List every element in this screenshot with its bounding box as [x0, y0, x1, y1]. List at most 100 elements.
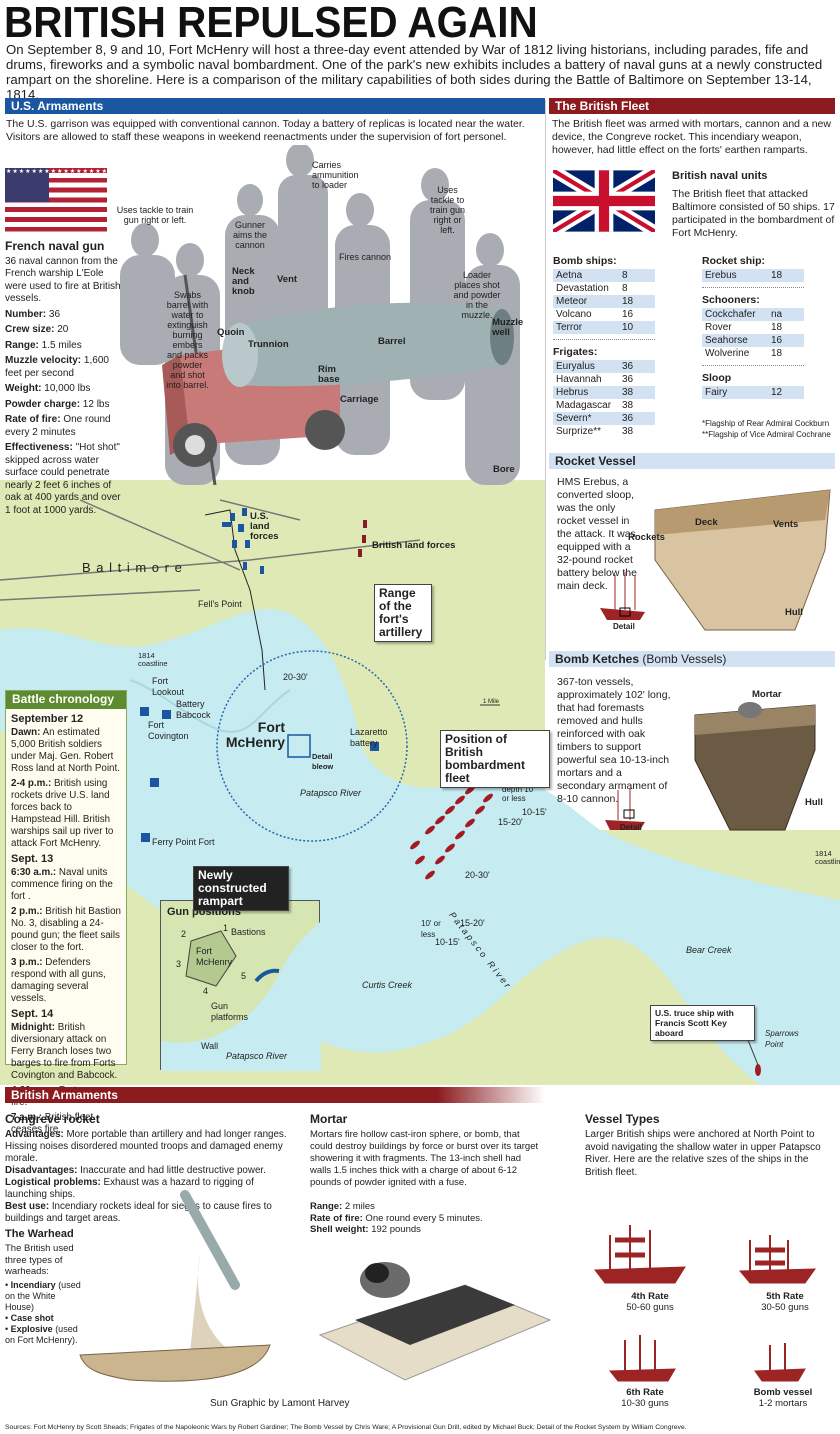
bomb-ketches-text: 367-ton vessels, approximately 102' long…	[557, 676, 671, 805]
chronology-event: Dawn: An estimated 5,000 British soldier…	[11, 727, 120, 774]
chronology-event: 7 a.m.: British fleet ceases fire.	[11, 1112, 94, 1135]
warhead-text: The British used three types of warheads…	[5, 1243, 74, 1277]
spec-item: Number: 36	[5, 308, 61, 320]
warhead-item: • Case shot	[5, 1312, 54, 1323]
part-trunnion: Trunnion	[248, 339, 289, 350]
ship-guns: 38	[619, 386, 655, 399]
inset-bastion-4: 4	[203, 986, 209, 996]
rocket-boat-illustration	[79, 1190, 271, 1382]
label-deck: Deck	[695, 517, 718, 528]
british-fleet-markers	[410, 785, 761, 1076]
crew-label-ammunition: Carries ammunition to loader	[312, 160, 359, 190]
divider	[702, 287, 804, 288]
ship-group-title: Frigates:	[553, 346, 598, 358]
inset-bastion-3: 3	[176, 959, 182, 969]
mortar-spec: Shell weight: 192 pounds	[310, 1224, 421, 1235]
sources: Sources: Fort McHenry by Scott Sheads; F…	[5, 1424, 687, 1431]
label-hull: Hull	[785, 607, 803, 618]
ship-bomb-vessel-icon	[754, 1343, 806, 1382]
ship-guns: 16	[768, 334, 804, 347]
ship-name: Volcano	[556, 309, 592, 320]
part-carriage: Carriage	[340, 394, 379, 405]
map-label-battery-babcock: Battery Babcock	[176, 699, 211, 720]
map-label-curtis-creek: Curtis Creek	[362, 980, 413, 990]
chronology-day: Sept. 13	[11, 853, 54, 865]
label-vents: Vents	[773, 519, 799, 530]
map-depth: 15-20'	[460, 918, 485, 928]
divider	[553, 339, 655, 340]
ship-guns: 10	[619, 321, 655, 334]
part-quoin: Quoin	[217, 327, 245, 338]
ship-guns: 12	[768, 386, 804, 399]
us-armaments-text: The U.S. garrison was equipped with conv…	[6, 118, 525, 143]
crew-label-tackle-right: Uses tackle to train gun right or left.	[429, 185, 466, 235]
map-depth: 10-15'	[435, 937, 460, 947]
ship-name: Havannah	[556, 374, 602, 385]
gun-description: 36 naval cannon from the French warship …	[5, 255, 121, 305]
rocket-ship-icon	[600, 572, 645, 620]
inset-fort: Fort McHenry	[196, 946, 233, 967]
uk-flag-icon	[553, 170, 655, 232]
british-fleet-header: The British Fleet	[549, 98, 835, 114]
ship-name: Wolverine	[705, 348, 750, 359]
ship-name: Hebrus	[553, 386, 619, 399]
spec-item: Range: 1.5 miles	[5, 339, 82, 351]
ship-name: Fairy	[702, 386, 768, 399]
crew-label-fires: Fires cannon	[338, 252, 392, 262]
rocket-spec: Logistical problems: Exhaust was a hazar…	[5, 1177, 254, 1200]
graphic-credit: Sun Graphic by Lamont Harvey	[210, 1398, 350, 1409]
bomb-ketch-illustration	[605, 702, 816, 831]
map-label-baltimore: B a l t i m o r e	[82, 560, 183, 575]
crew-label-loader: Loader places shot and powder in the muz…	[453, 270, 501, 320]
ship-guns: na	[768, 308, 804, 321]
crew-label-gunner: Gunner aims the cannon	[232, 220, 267, 250]
chronology-day: September 12	[11, 713, 84, 725]
column-divider	[545, 100, 546, 660]
ship-5th-rate-icon	[738, 1235, 816, 1284]
ship-4th-rate-icon	[594, 1225, 686, 1284]
part-bore: Bore	[493, 464, 515, 475]
bomb-ship-icon	[605, 788, 645, 830]
spec-item: Weight: 10,000 lbs	[5, 383, 91, 394]
ship-guns: 38	[622, 400, 634, 411]
spec-item: Rate of fire: One round every 2 minutes	[5, 414, 111, 438]
ship-name: Aetna	[553, 269, 619, 282]
us-armaments-header: U.S. Armaments	[5, 98, 545, 114]
ship-guns: 18	[768, 269, 804, 282]
rocket-spec: Best use: Incendiary rockets ideal for s…	[5, 1201, 272, 1224]
rocket-vessel-header: Rocket Vessel	[549, 453, 835, 469]
map-scale: 1 Mile	[483, 699, 500, 705]
map-label-coastline: 1814 coastline	[138, 651, 168, 668]
chronology-event: Midnight: British diversionary attack on…	[11, 1022, 118, 1081]
spec-item: Powder charge: 12 lbs	[5, 398, 110, 410]
ship-row: Severn*36	[553, 412, 655, 425]
map-depth: 15-20'	[498, 817, 523, 827]
british-land-forces-markers	[358, 520, 367, 557]
vessel-silhouettes	[594, 1225, 816, 1382]
label-mortar: Mortar	[752, 689, 782, 700]
british-armaments-header: British Armaments	[5, 1087, 545, 1103]
part-vent: Vent	[277, 274, 298, 285]
ship-guns: 36	[619, 360, 655, 373]
map-label-ferry-point: Ferry Point Fort	[152, 837, 215, 847]
map-label-lazaretto: Lazaretto battery	[350, 727, 388, 748]
label-detail: Detail	[613, 622, 635, 631]
map-depth: 20-30'	[283, 672, 308, 682]
mortar-section: Mortar Mortars fire hollow cast-iron sph…	[310, 1112, 540, 1236]
mortar-illustration	[318, 1262, 552, 1381]
warhead-title: The Warhead	[5, 1228, 74, 1240]
ship-guns: 18	[771, 322, 783, 333]
spec-item: Effectiveness: "Hot shot" skipped across…	[5, 442, 121, 516]
map-label-british-forces: British land forces	[372, 540, 456, 551]
ship-name: Rover	[705, 322, 732, 333]
